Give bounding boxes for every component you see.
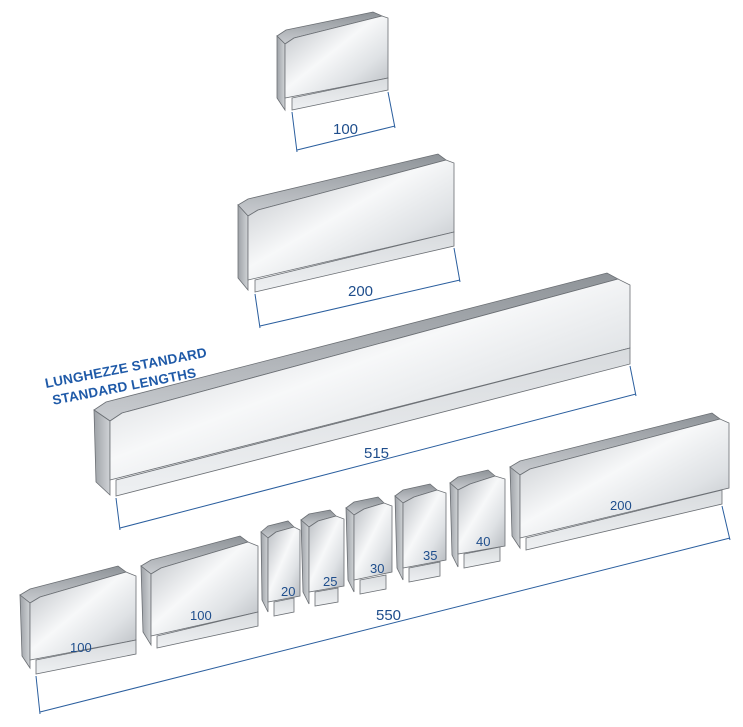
segment-face	[267, 526, 301, 603]
tool-side	[276, 35, 286, 112]
tool-face	[109, 278, 631, 481]
segment-side	[394, 495, 404, 581]
dimension-label-550: 550	[376, 607, 401, 624]
segment-label: 200	[610, 498, 632, 513]
segment-face	[29, 571, 137, 661]
segment-25: 25	[300, 509, 345, 607]
segment-face	[308, 515, 345, 593]
segment-label: 25	[323, 574, 337, 589]
dimension-550: 550	[35, 505, 731, 715]
segment-200: 200	[509, 412, 730, 551]
segment-face	[519, 418, 730, 539]
tool-base	[291, 77, 389, 111]
segment-face	[457, 475, 506, 555]
tool-100	[276, 11, 389, 112]
segment-label: 40	[476, 534, 490, 549]
segment-label: 35	[423, 548, 437, 563]
tool-face	[247, 159, 455, 281]
segment-base	[408, 561, 441, 583]
segment-face	[402, 489, 447, 569]
segment-face	[150, 541, 259, 637]
segment-side	[300, 519, 310, 605]
dimension-200: 200	[254, 247, 461, 329]
tool-200	[237, 153, 455, 293]
segment-40: 40	[449, 469, 506, 569]
segment-side	[19, 594, 31, 670]
segment-30: 30	[345, 496, 393, 595]
dimension-label-100: 100	[333, 121, 358, 138]
segment-side	[449, 482, 459, 568]
segment-35: 35	[394, 483, 447, 583]
segment-side	[260, 531, 269, 613]
tool-515	[93, 272, 631, 497]
segment-side	[509, 466, 521, 550]
segment-side	[140, 565, 152, 647]
segment-base	[273, 597, 295, 617]
segment-base	[463, 546, 501, 569]
segment-label: 100	[70, 640, 92, 655]
segment-label: 20	[281, 584, 295, 599]
tool-base	[254, 231, 455, 293]
tool-face	[284, 15, 389, 99]
tool-side	[237, 203, 249, 292]
tool-base	[115, 347, 631, 497]
segment-base	[359, 574, 387, 595]
segment-base	[35, 639, 137, 675]
segment-base	[156, 611, 259, 649]
segment-base	[314, 587, 339, 607]
segment-face	[353, 502, 393, 581]
tool-side	[93, 409, 111, 496]
segment-label: 100	[190, 608, 212, 623]
dimension-515: 515	[115, 365, 637, 531]
dimension-100: 100	[291, 91, 396, 153]
dimension-label-515: 515	[364, 445, 389, 462]
segment-20: 20	[260, 520, 301, 617]
segment-base	[525, 489, 723, 551]
segment-100-right: 100	[140, 535, 259, 649]
segment-label: 30	[370, 561, 384, 576]
segment-100-left: 100	[19, 565, 137, 675]
dimension-label-200: 200	[348, 283, 373, 300]
segment-side	[345, 507, 355, 593]
